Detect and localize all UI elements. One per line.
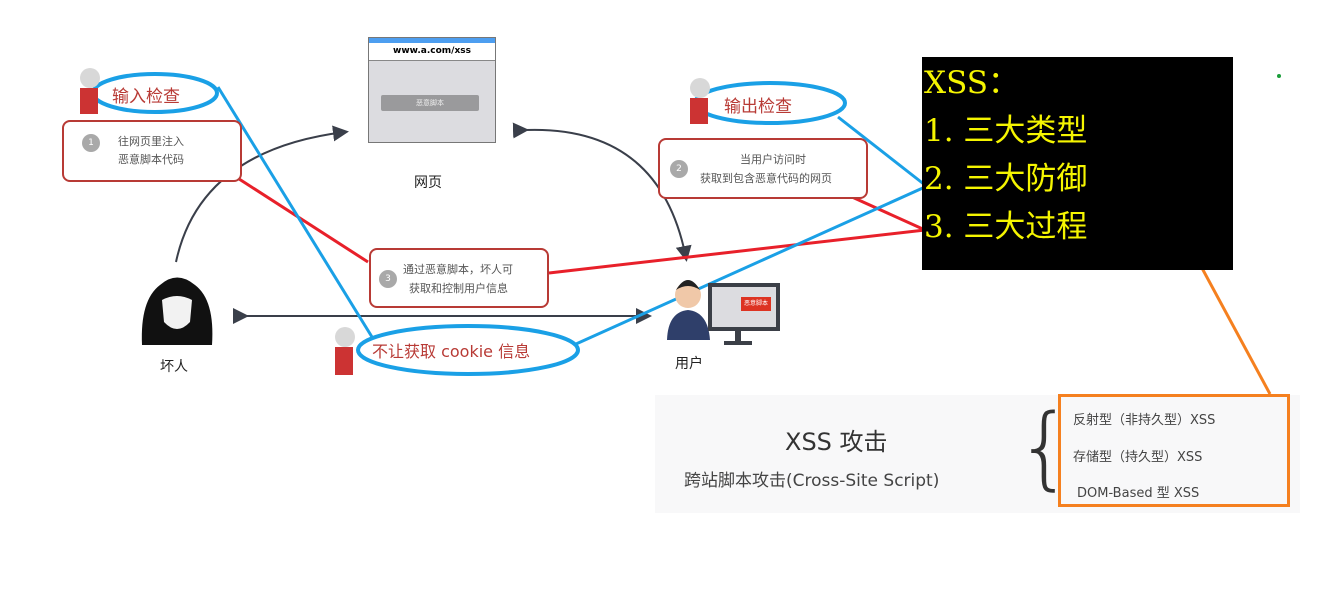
mascot-icon bbox=[690, 78, 710, 124]
step-3-box: 3 通过恶意脚本，坏人可 获取和控制用户信息 bbox=[369, 248, 549, 308]
user-icon bbox=[667, 280, 780, 345]
xss-type-item: 存储型（持久型）XSS bbox=[1073, 450, 1203, 465]
red-line bbox=[851, 195, 926, 232]
input-check-label: 输入检查 bbox=[112, 87, 180, 107]
cookie-defense-label: 不让获取 cookie 信息 bbox=[372, 342, 531, 361]
step-text: 往网页里注入 bbox=[118, 135, 184, 148]
step-number: 3 bbox=[379, 270, 397, 288]
summary-item: 3. 三大过程 bbox=[924, 209, 1088, 245]
xss-subtitle: 跨站脚本攻击(Cross-Site Script) bbox=[684, 471, 940, 491]
output-check-label: 输出检查 bbox=[724, 97, 792, 117]
mascot-icon bbox=[335, 327, 355, 375]
hacker-label: 坏人 bbox=[160, 359, 188, 375]
summary-title: XSS： bbox=[924, 65, 1019, 101]
xss-types-box: 反射型（非持久型）XSS 存储型（持久型）XSS DOM-Based 型 XSS bbox=[1058, 394, 1290, 507]
blue-line bbox=[216, 86, 374, 338]
green-dot bbox=[1277, 74, 1281, 78]
browser-url: www.a.com/xss bbox=[369, 43, 495, 61]
webpage-label: 网页 bbox=[414, 175, 442, 191]
webpage-mockup: www.a.com/xss 恶意脚本 bbox=[368, 37, 496, 143]
flow-arrow-fetch bbox=[512, 122, 692, 262]
step-text: 通过恶意脚本，坏人可 bbox=[403, 263, 513, 276]
user-screen-script: 恶意脚本 bbox=[741, 297, 771, 311]
step-1-box: 1 往网页里注入 恶意脚本代码 bbox=[62, 120, 242, 182]
red-line bbox=[548, 228, 926, 275]
xss-type-item: DOM-Based 型 XSS bbox=[1077, 486, 1200, 501]
step-number: 2 bbox=[670, 160, 688, 178]
xss-title: XSS 攻击 bbox=[785, 428, 888, 456]
step-text: 获取和控制用户信息 bbox=[409, 282, 508, 295]
summary-box: XSS： 1. 三大类型 2. 三大防御 3. 三大过程 bbox=[922, 57, 1233, 270]
brace-icon: { bbox=[1016, 395, 1074, 500]
browser-titlebar bbox=[369, 38, 495, 43]
xss-type-item: 反射型（非持久型）XSS bbox=[1073, 413, 1216, 428]
step-2-box: 2 当用户访问时 获取到包含恶意代码的网页 bbox=[658, 138, 868, 199]
step-text: 获取到包含恶意代码的网页 bbox=[700, 172, 832, 185]
hacker-icon bbox=[141, 277, 213, 345]
xss-definition-panel bbox=[655, 395, 1300, 513]
blue-line bbox=[575, 185, 926, 346]
summary-item: 1. 三大类型 bbox=[924, 113, 1088, 149]
step-text: 恶意脚本代码 bbox=[118, 153, 184, 166]
step-number: 1 bbox=[82, 134, 100, 152]
summary-item: 2. 三大防御 bbox=[924, 161, 1088, 197]
red-line bbox=[235, 175, 369, 264]
blue-line bbox=[837, 115, 926, 187]
cookie-ellipse bbox=[356, 324, 580, 376]
step-text: 当用户访问时 bbox=[740, 153, 806, 166]
malicious-script-block: 恶意脚本 bbox=[381, 95, 479, 111]
user-label: 用户 bbox=[675, 356, 703, 372]
mascot-icon bbox=[80, 68, 100, 114]
